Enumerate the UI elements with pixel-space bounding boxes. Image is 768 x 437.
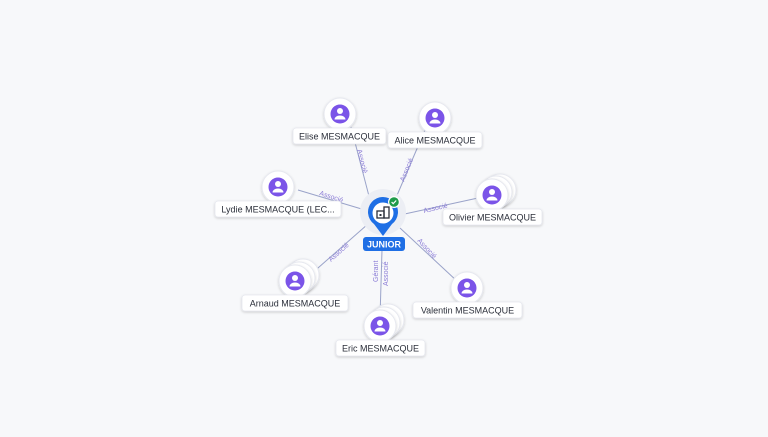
node-label-elise: Elise MESMACQUE — [299, 132, 380, 142]
node-label-lydie: Lydie MESMACQUE (LEC... — [221, 205, 334, 215]
node-valentin[interactable]: Valentin MESMACQUE — [412, 271, 523, 319]
node-lydie[interactable]: Lydie MESMACQUE (LEC... — [214, 170, 342, 218]
node-arnaud[interactable]: Arnaud MESMACQUE — [241, 258, 349, 312]
edge-label-elise: Associé — [355, 149, 368, 175]
node-label-arnaud: Arnaud MESMACQUE — [250, 299, 341, 309]
person-icon — [482, 185, 502, 205]
center-node-junior[interactable]: JUNIOR — [360, 189, 406, 251]
node-alice[interactable]: Alice MESMACQUE — [387, 101, 483, 149]
node-label-olivier: Olivier MESMACQUE — [449, 213, 536, 223]
node-label-eric: Eric MESMACQUE — [342, 344, 419, 354]
node-label-valentin: Valentin MESMACQUE — [421, 306, 514, 316]
company-icon — [376, 206, 390, 219]
edge-label-eric-2: Associé — [383, 261, 390, 286]
person-icon — [425, 108, 445, 128]
edge-arnaud — [309, 223, 369, 276]
edge-label-alice: Associé — [399, 157, 415, 182]
verified-check-icon — [388, 196, 400, 208]
node-label-alice: Alice MESMACQUE — [394, 136, 475, 146]
person-icon — [457, 278, 477, 298]
person-icon — [268, 177, 288, 197]
center-label: JUNIOR — [367, 240, 402, 250]
edge-label-valentin: Associé — [416, 238, 438, 261]
node-olivier[interactable]: Olivier MESMACQUE — [442, 173, 543, 226]
person-icon — [285, 271, 305, 291]
edge-label-arnaud: Associé — [328, 242, 351, 264]
person-icon — [370, 316, 390, 336]
edge-lydie — [297, 189, 366, 211]
edge-label-eric-1: Gérant — [373, 261, 380, 282]
node-eric[interactable]: Eric MESMACQUE — [335, 303, 426, 357]
edge-olivier — [399, 197, 479, 216]
person-icon — [330, 104, 350, 124]
edge-valentin — [399, 227, 459, 283]
node-elise[interactable]: Elise MESMACQUE — [292, 97, 387, 145]
